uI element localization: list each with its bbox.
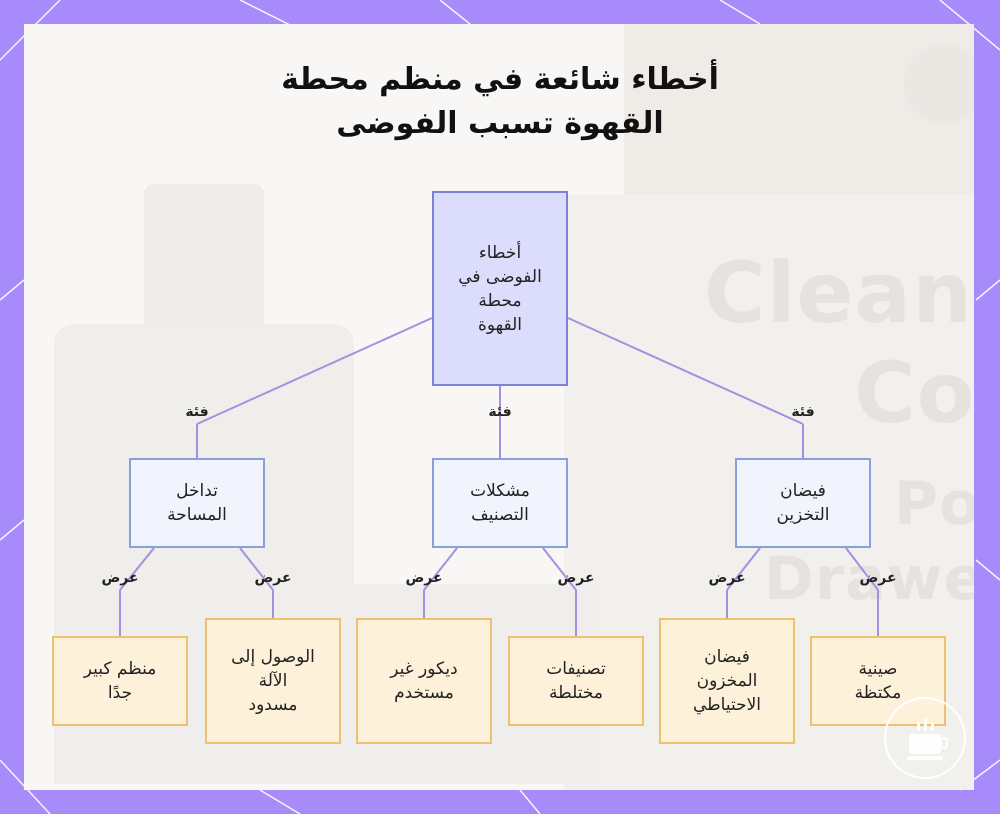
edge-label-display: عرض (405, 570, 442, 586)
connector-line (568, 318, 803, 424)
edge-label-category: فئة (791, 404, 814, 420)
coffee-cup-icon (883, 696, 967, 780)
edge-label-category: فئة (488, 404, 511, 420)
edge-label-display: عرض (254, 570, 291, 586)
edge-label-display: عرض (557, 570, 594, 586)
connector-line (197, 318, 432, 424)
edge-label-display: عرض (859, 570, 896, 586)
edge-label-category: فئة (185, 404, 208, 420)
edge-label-display: عرض (101, 570, 138, 586)
edge-label-display: عرض (708, 570, 745, 586)
